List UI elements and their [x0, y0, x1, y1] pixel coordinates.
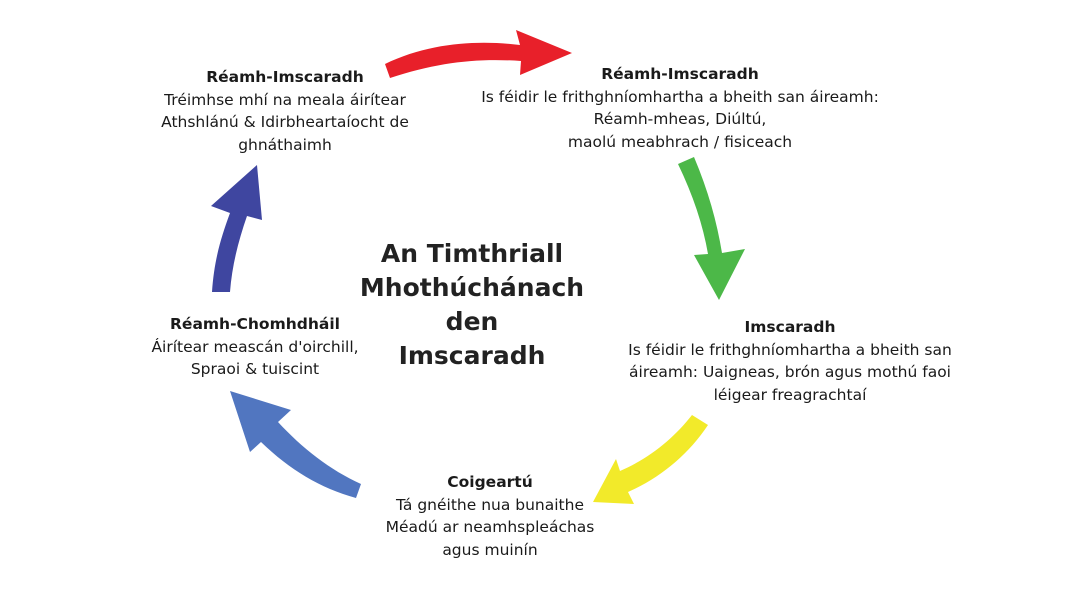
stage-description: Is féidir le frithghníomhartha a bheith …	[481, 87, 879, 151]
stage-title: Coigeartú	[447, 473, 533, 491]
stage-title: Réamh-Imscaradh	[206, 68, 364, 86]
arrow-dark-blue	[211, 165, 262, 292]
stage-description: Áirítear meascán d'oirchill, Spraoi & tu…	[151, 337, 359, 379]
cycle-title-line: den	[445, 307, 499, 336]
stage-title: Réamh-Chomhdháil	[170, 315, 340, 333]
arrow-yellow	[593, 415, 708, 504]
arrow-red	[385, 30, 572, 78]
stage-left: Réamh-Chomhdháil Áirítear meascán d'oirc…	[105, 313, 405, 381]
stage-description: Is féidir le frithghníomhartha a bheith …	[628, 340, 952, 404]
arrow-light-blue	[230, 391, 361, 498]
cycle-title-line: An Timthriall	[380, 239, 564, 268]
cycle-title-line: Imscaradh	[398, 341, 546, 370]
stage-description: Tá gnéithe nua bunaithe Méadú ar neamhsp…	[385, 495, 595, 559]
stage-title: Imscaradh	[744, 318, 836, 336]
stage-right: Imscaradh Is féidir le frithghníomhartha…	[605, 316, 975, 406]
stage-description: Tréimhse mhí na meala áirítear Athshlánú…	[161, 90, 409, 154]
stage-top-left: Réamh-Imscaradh Tréimhse mhí na meala ái…	[145, 66, 425, 156]
cycle-title-line: Mhothúchánach	[359, 273, 585, 302]
stage-bottom: Coigeartú Tá gnéithe nua bunaithe Méadú …	[360, 471, 620, 561]
arrow-green	[678, 157, 745, 300]
stage-title: Réamh-Imscaradh	[601, 65, 759, 83]
stage-top-right: Réamh-Imscaradh Is féidir le frithghníom…	[455, 63, 905, 153]
cycle-title: An Timthriall Mhothúchánach den Imscarad…	[342, 237, 602, 373]
